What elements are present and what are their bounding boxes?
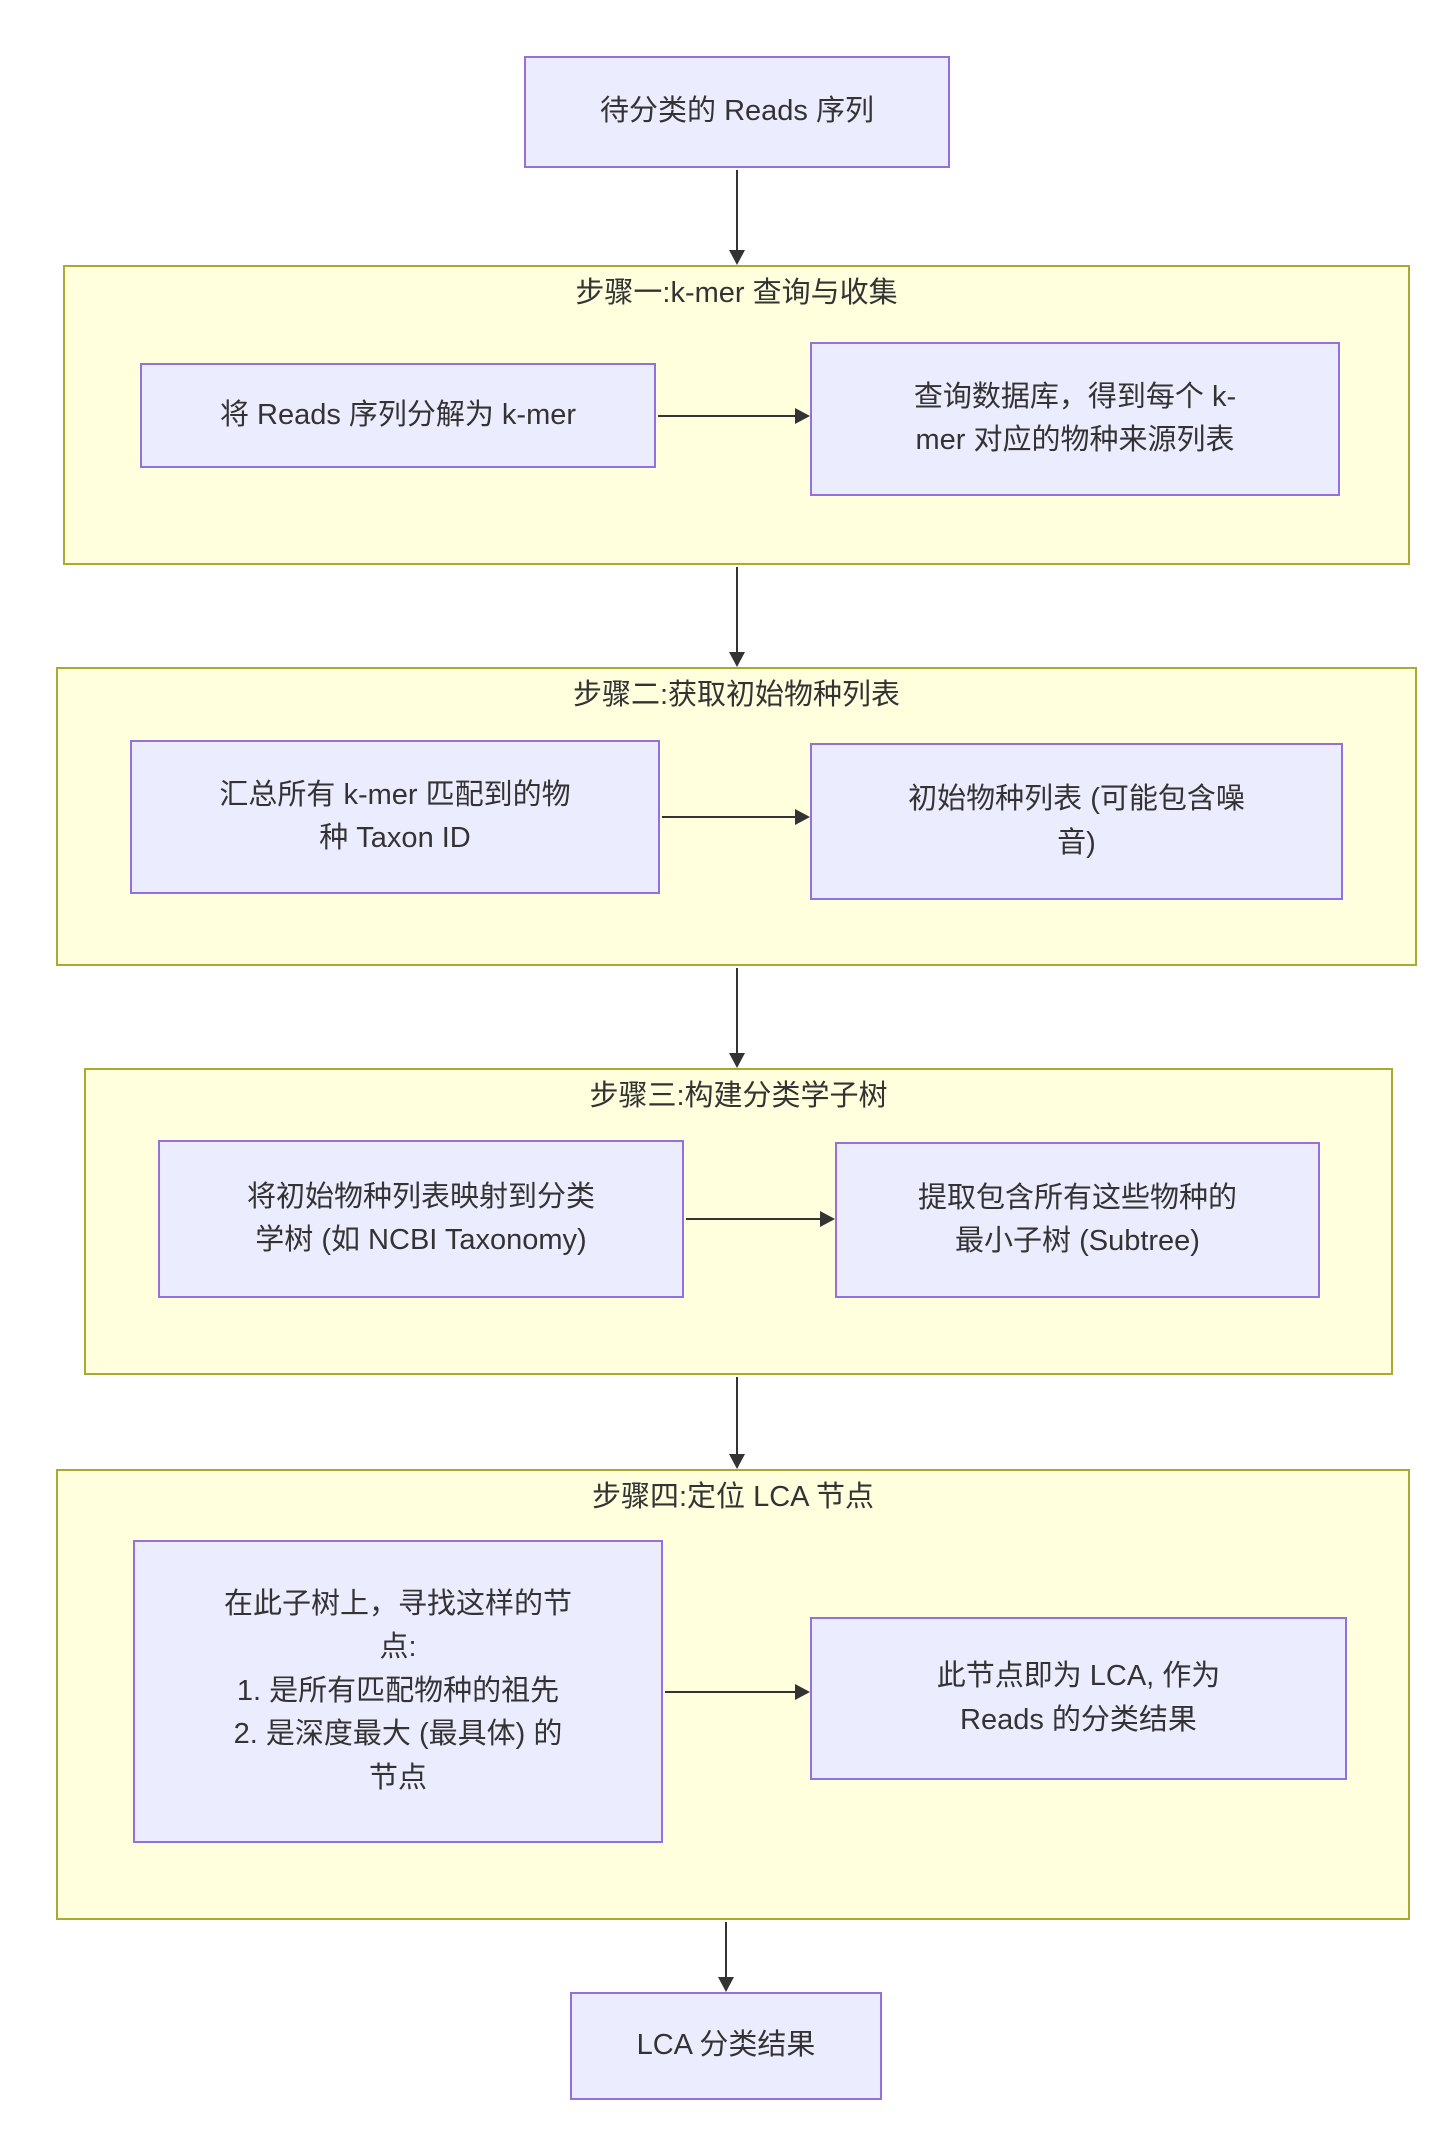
arrowhead-step2-to-step3 [729,1053,745,1068]
arrowhead-start-to-step1 [729,250,745,265]
arrow-step4 [665,1691,796,1693]
arrowhead-step3-to-step4 [729,1454,745,1469]
step2-title: 步骤二:获取初始物种列表 [572,679,901,711]
step2-source-node: 汇总所有 k-mer 匹配到的物 种 Taxon ID [130,740,660,894]
step3-title: 步骤三:构建分类学子树 [589,1080,888,1112]
arrowhead-step1 [795,408,810,424]
arrow-step1 [658,415,796,417]
step3-source-node: 将初始物种列表映射到分类 学树 (如 NCBI Taxonomy) [158,1140,684,1298]
arrowhead-step2 [795,809,810,825]
step1-result-node: 查询数据库，得到每个 k- mer 对应的物种来源列表 [810,342,1340,496]
arrowhead-step1-to-step2 [729,652,745,667]
step1-source-node: 将 Reads 序列分解为 k-mer [140,363,656,468]
arrow-step1-to-step2 [736,567,738,655]
arrow-step4-to-end [725,1922,727,1980]
arrow-step2-to-step3 [736,968,738,1055]
step4-source-node: 在此子树上，寻找这样的节 点: 1. 是所有匹配物种的祖先 2. 是深度最大 (… [133,1540,663,1843]
step4-result-node: 此节点即为 LCA, 作为 Reads 的分类结果 [810,1617,1347,1780]
arrowhead-step4-to-end [718,1977,734,1992]
arrow-step3 [686,1218,821,1220]
end-node: LCA 分类结果 [570,1992,882,2100]
step4-title: 步骤四:定位 LCA 节点 [592,1481,874,1513]
arrowhead-step4 [795,1684,810,1700]
step1-title: 步骤一:k-mer 查询与收集 [575,277,898,309]
arrow-start-to-step1 [736,170,738,252]
arrow-step2 [662,816,796,818]
arrowhead-step3 [820,1211,835,1227]
step3-result-node: 提取包含所有这些物种的 最小子树 (Subtree) [835,1142,1320,1298]
arrow-step3-to-step4 [736,1377,738,1457]
start-node: 待分类的 Reads 序列 [524,56,950,168]
step2-result-node: 初始物种列表 (可能包含噪 音) [810,743,1343,900]
